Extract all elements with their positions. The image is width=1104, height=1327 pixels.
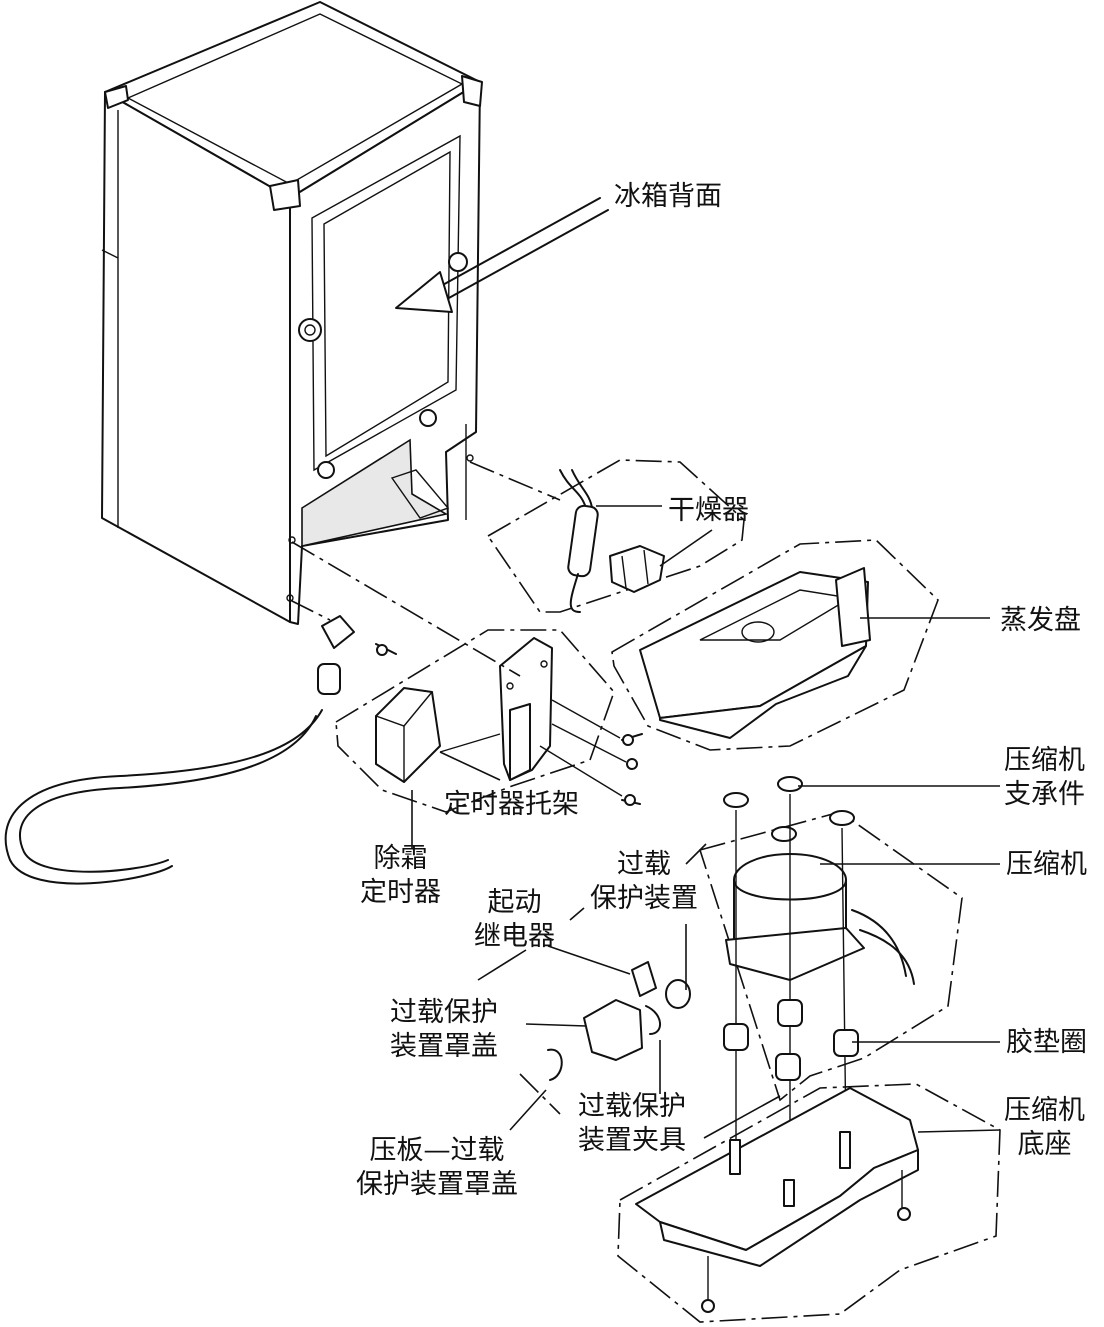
label-comp-support: 压缩机 支承件 xyxy=(1004,745,1085,810)
label-timer-bracket: 定时器托架 xyxy=(444,789,579,820)
label-evap-tray: 蒸发盘 xyxy=(1000,605,1081,636)
label-compressor: 压缩机 xyxy=(1006,849,1087,880)
cord-clamp-part xyxy=(317,615,397,695)
label-comp-base: 压缩机 底座 xyxy=(1004,1095,1085,1160)
label-start-relay: 起动 继电器 xyxy=(474,887,555,952)
label-overload-clip: 过载保护 装置夹具 xyxy=(578,1091,686,1156)
compressor-part xyxy=(617,776,1001,1323)
alignment-line xyxy=(289,599,331,621)
label-cover-plate: 压板—过载 保护装置罩盖 xyxy=(356,1135,518,1200)
label-drier: 干燥器 xyxy=(668,495,749,526)
refrigerator-cabinet xyxy=(101,1,483,625)
grommet-part xyxy=(723,999,859,1081)
leader-lines xyxy=(411,505,1001,1139)
evaporation-tray-part xyxy=(611,539,939,751)
alignment-line xyxy=(291,541,521,677)
alignment-line xyxy=(469,461,561,501)
label-grommet: 胶垫圈 xyxy=(1006,1027,1087,1058)
start-relay-part xyxy=(547,961,691,1081)
label-fridge-back: 冰箱背面 xyxy=(614,181,722,212)
drier-part xyxy=(486,459,745,613)
label-defrost-timer: 除霜 定时器 xyxy=(360,843,441,908)
label-overload-cover: 过载保护 装置罩盖 xyxy=(390,997,498,1062)
arrow-pointer-icon xyxy=(395,197,609,313)
power-cord xyxy=(4,709,323,885)
timer-bracket-part xyxy=(335,629,643,813)
label-overload-protector: 过载 保护装置 xyxy=(590,849,698,914)
